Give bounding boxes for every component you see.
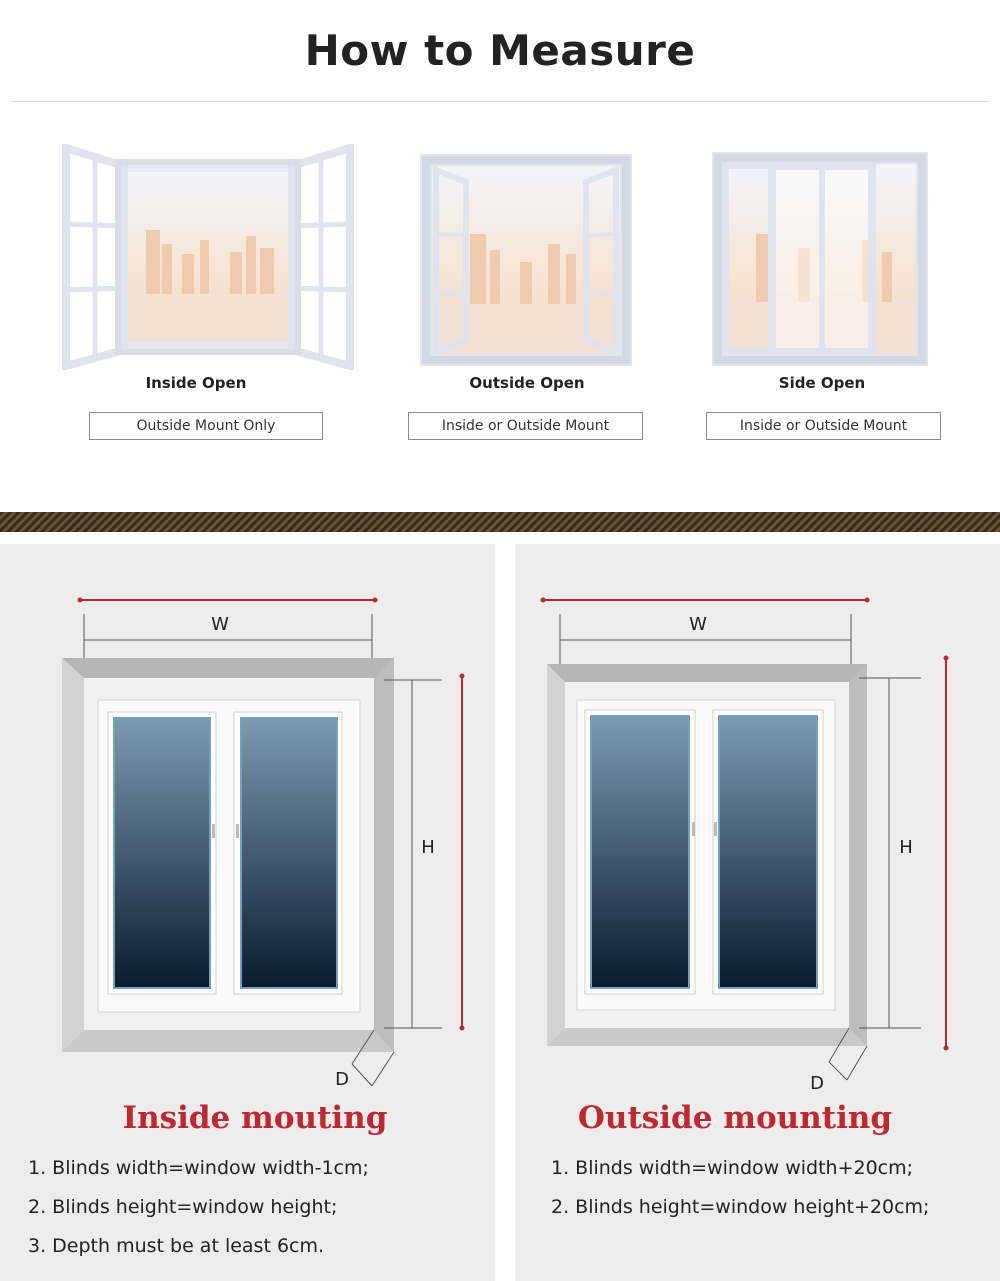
window-type-label-inside-open: Inside Open — [145, 374, 247, 392]
title-divider — [12, 101, 988, 102]
depth-label: D — [335, 1069, 349, 1090]
inside-open-window-image — [62, 144, 354, 370]
depth-label: D — [810, 1073, 824, 1094]
inside-mounting-panel: W H D — [0, 544, 495, 1281]
outside-note-width: 1. Blinds width=window width+20cm; — [551, 1157, 914, 1179]
mount-option-side-open: Inside or Outside Mount — [706, 412, 941, 440]
height-label: H — [899, 837, 913, 858]
section-divider-band — [0, 512, 1000, 532]
width-label: W — [689, 614, 707, 635]
window-type-label-outside-open: Outside Open — [469, 374, 585, 392]
inside-note-depth: 3. Depth must be at least 6cm. — [28, 1235, 325, 1257]
window-type-label-side-open: Side Open — [778, 374, 866, 392]
inside-note-width: 1. Blinds width=window width-1cm; — [28, 1157, 369, 1179]
outside-mounting-title: Outside mounting — [577, 1100, 893, 1136]
outside-note-height: 2. Blinds height=window height+20cm; — [551, 1196, 930, 1218]
page-title: How to Measure — [304, 26, 696, 75]
mount-option-outside-open: Inside or Outside Mount — [408, 412, 643, 440]
mount-option-inside-open: Outside Mount Only — [89, 412, 323, 440]
inside-mounting-title: Inside mouting — [122, 1100, 388, 1136]
inside-note-height: 2. Blinds height=window height; — [28, 1196, 338, 1218]
height-label: H — [421, 837, 435, 858]
inside-mounting-diagram: W H D — [62, 597, 465, 1090]
side-open-window-image — [712, 152, 928, 366]
outside-mounting-diagram: W H D — [540, 597, 949, 1094]
outside-open-window-image — [420, 154, 632, 366]
outside-mounting-panel: W H D — [515, 544, 1000, 1281]
width-label: W — [211, 614, 229, 635]
